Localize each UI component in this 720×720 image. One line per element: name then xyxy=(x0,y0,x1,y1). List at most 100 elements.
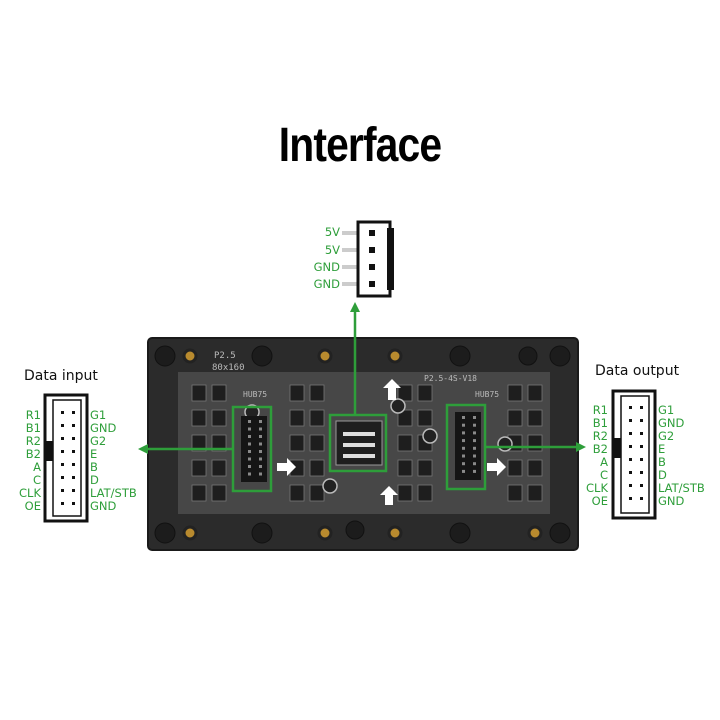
connector-pin xyxy=(462,446,465,450)
connector-pin xyxy=(259,435,262,438)
driver-chip xyxy=(211,459,227,477)
pin-label: B1 xyxy=(25,421,41,435)
connector-pin xyxy=(640,471,643,474)
connector-pin xyxy=(629,484,632,487)
white-arrow-icon xyxy=(277,379,506,505)
connector-pin xyxy=(473,454,476,458)
power-pin-label: 5V xyxy=(324,225,340,239)
connector-pin xyxy=(640,484,643,487)
driver-chip xyxy=(507,459,523,477)
connector-pin xyxy=(473,446,476,450)
driver-chip xyxy=(289,434,305,452)
connector-pin xyxy=(61,463,64,466)
driver-chip xyxy=(527,459,543,477)
connector-pin xyxy=(248,450,251,453)
connector-pin xyxy=(640,445,643,448)
led-panel-board: P2.5 80x160 P2.5-4S-V18 HUB75 HUB75 xyxy=(147,337,579,551)
connector-pin xyxy=(640,419,643,422)
connector-pin xyxy=(629,432,632,435)
driver-chip xyxy=(397,384,413,402)
power-pin-label: 5V xyxy=(324,243,340,257)
pin-label: G1 xyxy=(658,403,675,417)
driver-chip xyxy=(309,459,325,477)
pin-label: A xyxy=(600,455,608,469)
pin-label: B xyxy=(658,455,666,469)
output-connector-icon xyxy=(611,389,657,520)
connector-pin xyxy=(248,465,251,468)
connector-pin xyxy=(473,469,476,473)
driver-chip xyxy=(289,459,305,477)
power-pin-label: GND xyxy=(313,260,340,274)
connector-pin xyxy=(629,471,632,474)
driver-chip xyxy=(309,484,325,502)
connector-pin xyxy=(248,427,251,431)
pin-label: E xyxy=(90,447,98,461)
connector-pin xyxy=(640,497,643,500)
connector-pin xyxy=(473,431,476,435)
driver-chip xyxy=(309,409,325,427)
connector-pin xyxy=(462,423,465,427)
driver-chip xyxy=(309,434,325,452)
connector-pin xyxy=(259,427,262,431)
connector-pin xyxy=(248,457,251,461)
driver-chip xyxy=(507,484,523,502)
connector-pin xyxy=(473,439,476,443)
driver-chip xyxy=(309,384,325,402)
silk-text: P2.5-4S-V18 xyxy=(424,374,477,383)
pin-label: LAT/STB xyxy=(658,481,705,495)
pin-label: CLK xyxy=(586,481,608,495)
pin-label: R1 xyxy=(592,403,608,417)
connector-pin xyxy=(640,432,643,435)
power-connector-icon xyxy=(342,220,394,298)
silk-text: HUB75 xyxy=(243,390,267,399)
driver-chip xyxy=(289,409,305,427)
page-title: Interface xyxy=(278,119,442,172)
pin-label: D xyxy=(658,468,667,482)
connector-pin xyxy=(473,416,476,419)
driver-chip xyxy=(397,409,413,427)
connector-pin xyxy=(462,416,465,419)
pin-label: C xyxy=(599,468,608,482)
connector-pin xyxy=(629,419,632,422)
connector-pin xyxy=(61,450,64,453)
data-output-label: Data output xyxy=(595,363,680,379)
connector-pin xyxy=(72,502,75,505)
connector-pin xyxy=(259,442,262,446)
driver-chip xyxy=(289,384,305,402)
connector-pin xyxy=(248,472,251,476)
driver-chip xyxy=(397,484,413,502)
output-header xyxy=(455,412,481,480)
connector-pin xyxy=(629,445,632,448)
driver-chip xyxy=(289,484,305,502)
connector-pin xyxy=(462,462,465,466)
connector-pin xyxy=(640,458,643,461)
driver-chip xyxy=(507,434,523,452)
driver-chip xyxy=(417,434,433,452)
connector-pin xyxy=(259,457,262,461)
driver-chip xyxy=(527,434,543,452)
connector-pin xyxy=(640,406,643,409)
input-header xyxy=(241,416,267,482)
pin-label: R2 xyxy=(25,434,41,448)
pin-label: GND xyxy=(658,494,685,508)
pin-label: R2 xyxy=(592,429,608,443)
silk-text: HUB75 xyxy=(475,390,499,399)
connector-pin xyxy=(72,424,75,427)
pin-label: OE xyxy=(24,499,41,513)
pin-label: B1 xyxy=(592,416,608,430)
pin-label: G1 xyxy=(90,408,107,422)
connector-pin xyxy=(462,469,465,473)
pin-label: GND xyxy=(658,416,685,430)
pin-label: OE xyxy=(591,494,608,508)
driver-chip xyxy=(191,409,207,427)
pin-label: G2 xyxy=(658,429,675,443)
pin-label: B2 xyxy=(25,447,41,461)
connector-pin xyxy=(72,489,75,492)
connector-pin xyxy=(72,437,75,440)
connector-pin xyxy=(259,420,262,423)
connector-pin xyxy=(629,497,632,500)
driver-chip xyxy=(527,409,543,427)
connector-pin xyxy=(248,442,251,446)
connector-pin xyxy=(462,454,465,458)
connector-pin xyxy=(629,458,632,461)
